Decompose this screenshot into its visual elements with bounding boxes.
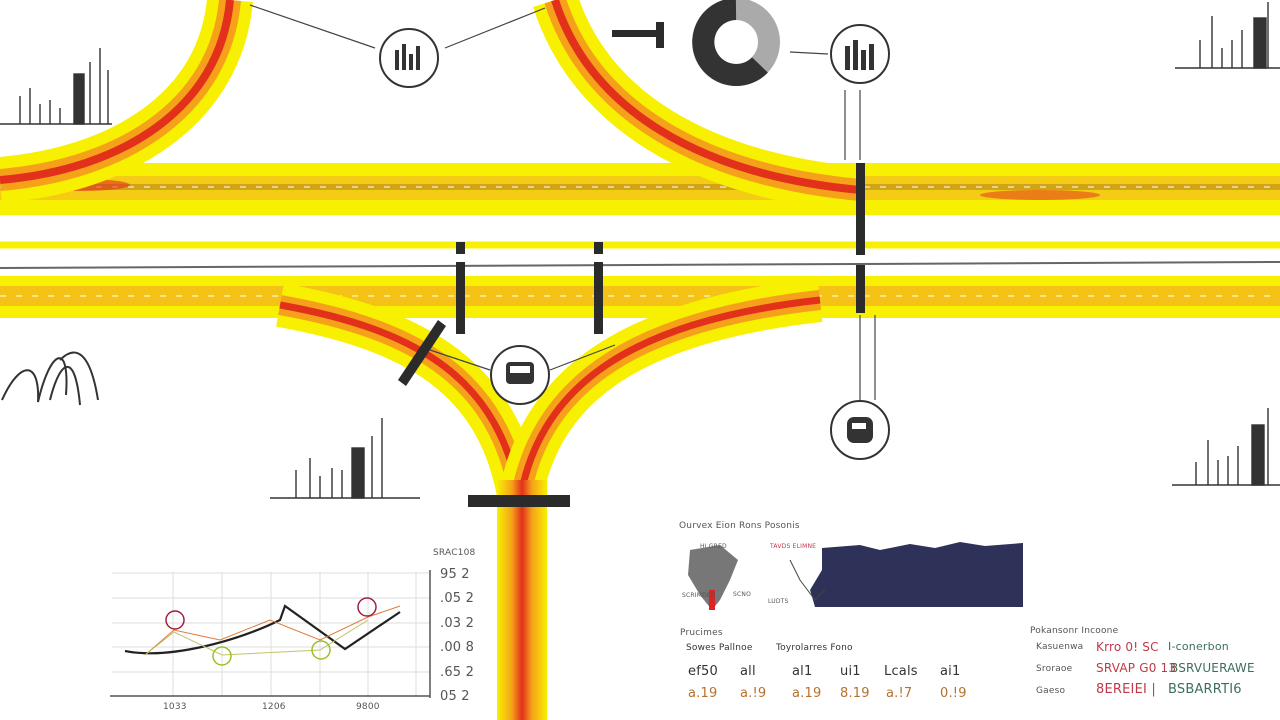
stat-value: ef50 (688, 664, 718, 679)
info-label: Kasuenwa (1036, 642, 1084, 652)
stat-value: 0.!9 (940, 686, 967, 701)
info-label: Sroraoe (1036, 664, 1073, 674)
stat-value: a.19 (688, 686, 718, 701)
map-panel-title: Ourvex Eion Rons Posonis (679, 521, 800, 531)
rail-line (0, 261, 1280, 269)
y-tick: 05 2 (440, 689, 470, 704)
line-chart (110, 570, 431, 698)
mini-bar-charts (0, 2, 1280, 499)
stat-value: ai1 (940, 664, 961, 679)
info-note: I-conerbon (1168, 640, 1229, 653)
line-chart-title: SRAC108 (433, 548, 476, 558)
chart-node-icon[interactable] (379, 28, 439, 88)
info-value: Krro 0! SC (1096, 640, 1159, 654)
x-tick: 9800 (356, 702, 380, 712)
y-tick: .03 2 (440, 616, 475, 631)
donut-chart-icon (692, 0, 780, 86)
series-olive-line (144, 619, 369, 656)
stat-value: Lcals (884, 664, 918, 679)
map-small-legend: LUDTS (768, 598, 789, 605)
stat-value: a.19 (792, 686, 822, 701)
lower-highway (0, 276, 1280, 318)
info-note: BSRVUERAWE (1170, 661, 1255, 675)
map-left-legend: SCRIMDEN (682, 592, 716, 599)
x-tick: 1033 (163, 702, 187, 712)
stats-col-b: Toyrolarres Fono (776, 643, 853, 653)
top-ramps (0, 0, 863, 213)
stat-value: 8.19 (840, 686, 870, 701)
y-tick: .00 8 (440, 640, 475, 655)
series-orange-line (144, 605, 401, 656)
info-value: 8EREIEI | (1096, 682, 1156, 697)
info-heading: Pokansonr Incoone (1030, 626, 1119, 636)
upper-highway (0, 163, 1280, 215)
y-tick: .05 2 (440, 591, 475, 606)
marker-red (165, 610, 185, 630)
info-label: Gaeso (1036, 686, 1066, 696)
stat-value: all (740, 664, 756, 679)
bus-node-icon[interactable] (830, 400, 890, 460)
stat-value: a.!9 (740, 686, 767, 701)
stats-col-a: Sowes Pallnoe (686, 643, 753, 653)
marker-green (311, 640, 331, 660)
barriers (398, 22, 865, 507)
y-tick: .65 2 (440, 665, 475, 680)
marker-green (212, 646, 232, 666)
info-value: SRVAP G0 13 (1096, 661, 1177, 675)
connectors (249, 4, 876, 400)
bar-chart-node-icon[interactable] (830, 24, 890, 84)
stat-value: a.!7 (886, 686, 913, 701)
stat-value: al1 (792, 664, 813, 679)
map-mid-legend: SCNO (733, 591, 752, 598)
map-panel-graphic (688, 542, 1023, 610)
bottom-ramps (276, 278, 823, 720)
map-left-caption: HI.GRED (700, 543, 727, 550)
marker-red (357, 597, 377, 617)
x-tick: 1206 (262, 702, 286, 712)
info-note: BSBARRTI6 (1168, 682, 1242, 697)
y-tick: 95 2 (440, 567, 470, 582)
stat-value: ui1 (840, 664, 861, 679)
stats-heading: Prucimes (680, 628, 723, 638)
vehicle-node-icon[interactable] (490, 345, 550, 405)
map-mid-caption: TAVDS ELIMNE (770, 543, 817, 550)
